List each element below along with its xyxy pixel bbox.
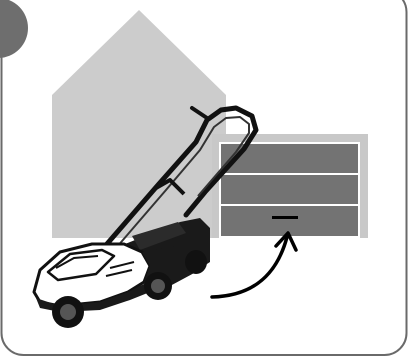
- curved-arrow-icon: [210, 231, 298, 299]
- mower-wheels: [52, 250, 207, 328]
- garage-door-icon: [219, 142, 360, 238]
- house-icon: [52, 10, 226, 238]
- step-badge-icon: [0, 0, 28, 58]
- garage-handle: [272, 216, 298, 219]
- lawn-mower-icon: [32, 105, 259, 328]
